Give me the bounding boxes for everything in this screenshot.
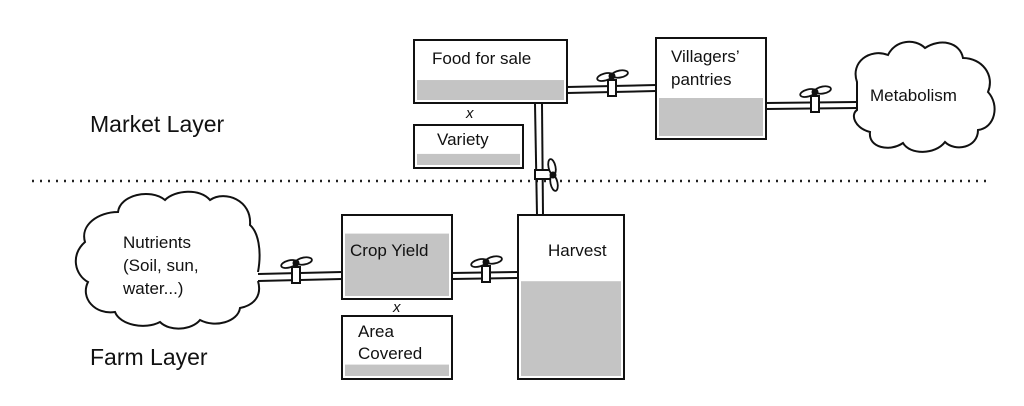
valve-icon-part (482, 258, 490, 266)
valve-food-to-pantries (596, 69, 629, 97)
stock-level (417, 153, 520, 165)
variety-label: Variety (437, 130, 489, 149)
stock-villagers-pantries (655, 37, 767, 140)
area-covered-label-line2: Covered (358, 344, 422, 363)
market-multiply-operator: x (465, 105, 474, 122)
pipe-harvest-to-food (534, 103, 544, 216)
nutrients-label-line2: (Soil, sun, (123, 256, 199, 275)
valve-harvest-to-food (534, 158, 559, 192)
stock-level (345, 233, 449, 296)
area-covered-label-line1: Area (358, 322, 394, 341)
villagers-pantries-label-line1: Villagers’ (671, 47, 740, 66)
valve-icon-part (549, 171, 557, 179)
valve-nutrients-to-crop (280, 256, 313, 284)
harvest-label: Harvest (548, 241, 607, 260)
crop-yield-label: Crop Yield (350, 241, 428, 260)
flow-pipes (257, 84, 858, 282)
farm-layer-label: Farm Layer (90, 344, 208, 370)
nutrients-label-line3: water...) (122, 279, 183, 298)
cloud-nutrients: Nutrients (Soil, sun, water...) (74, 190, 261, 330)
stock-area-covered (341, 315, 453, 380)
nutrients-label-line1: Nutrients (123, 233, 191, 252)
stock-variety (413, 124, 524, 169)
stock-food-for-sale (413, 39, 568, 104)
valve-crop-to-harvest (470, 255, 503, 283)
valve-icon-part (481, 265, 491, 283)
cloud-shape (74, 190, 261, 330)
food-for-sale-label: Food for sale (432, 49, 531, 68)
valve-icon-part (291, 266, 301, 284)
cloud-metabolism: Metabolism (852, 40, 996, 153)
valve-pantries-to-metabolism (799, 85, 832, 113)
farm-multiply-operator: x (392, 299, 401, 316)
stock-harvest (517, 214, 625, 380)
valve-icon-part (292, 259, 300, 267)
cloud-shape (852, 40, 996, 153)
stock-level (521, 281, 621, 376)
valve-icon-part (608, 72, 616, 80)
valve-icon-part (607, 79, 617, 97)
market-layer-label: Market Layer (90, 111, 225, 137)
stock-level (417, 80, 564, 100)
stock-level (659, 98, 763, 136)
stock-level (345, 364, 449, 376)
stock-crop-yield (341, 214, 453, 300)
villagers-pantries-label-line2: pantries (671, 70, 731, 89)
valve-icon-part (811, 88, 819, 96)
valve-icon-part (810, 95, 820, 113)
metabolism-label: Metabolism (870, 86, 957, 105)
